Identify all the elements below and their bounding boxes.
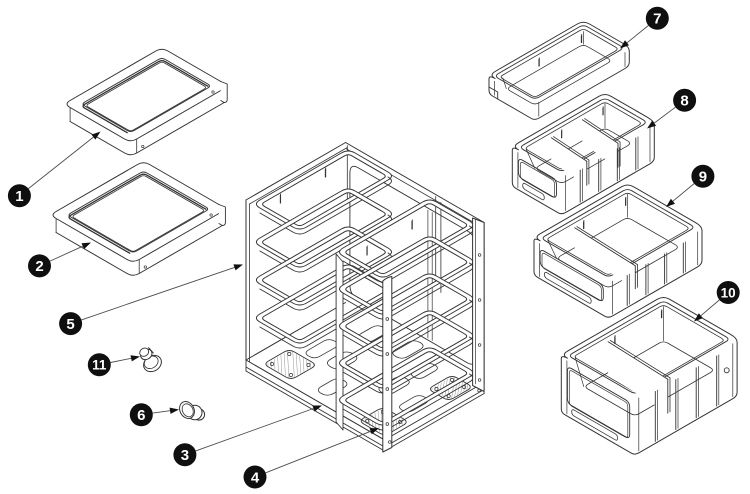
svg-text:4: 4 — [251, 469, 260, 486]
svg-text:11: 11 — [92, 358, 107, 373]
svg-text:6: 6 — [137, 407, 145, 424]
svg-text:1: 1 — [15, 188, 23, 205]
svg-text:5: 5 — [66, 316, 74, 333]
svg-text:9: 9 — [699, 169, 707, 186]
svg-text:7: 7 — [653, 11, 661, 28]
svg-text:8: 8 — [680, 93, 688, 110]
svg-text:10: 10 — [721, 285, 736, 300]
svg-text:3: 3 — [181, 447, 189, 464]
svg-text:2: 2 — [35, 258, 43, 275]
